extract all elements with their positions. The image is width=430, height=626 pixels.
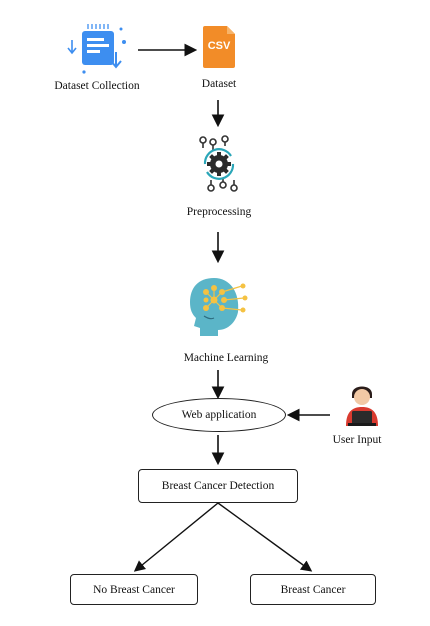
web-application-node: Web application <box>152 398 286 432</box>
ai-head-icon <box>190 278 248 336</box>
no-cancer-node: No Breast Cancer <box>70 574 198 605</box>
dataset-label: Dataset <box>201 78 237 90</box>
csv-file-icon: CSV <box>203 26 235 68</box>
user-laptop-icon <box>346 386 378 426</box>
gear-process-icon <box>199 135 238 192</box>
csv-badge-text: CSV <box>207 40 231 52</box>
arrow-detection-to-no-cancer <box>133 502 219 572</box>
detection-node: Breast Cancer Detection <box>138 469 298 503</box>
dataset-collection-label: Dataset Collection <box>54 80 140 92</box>
preprocessing-label: Preprocessing <box>186 206 252 218</box>
arrow-detection-to-cancer <box>217 502 313 572</box>
download-document-icon <box>67 24 126 74</box>
user-input-label: User Input <box>332 434 382 446</box>
cancer-node: Breast Cancer <box>250 574 376 605</box>
machine-learning-label: Machine Learning <box>183 352 269 364</box>
